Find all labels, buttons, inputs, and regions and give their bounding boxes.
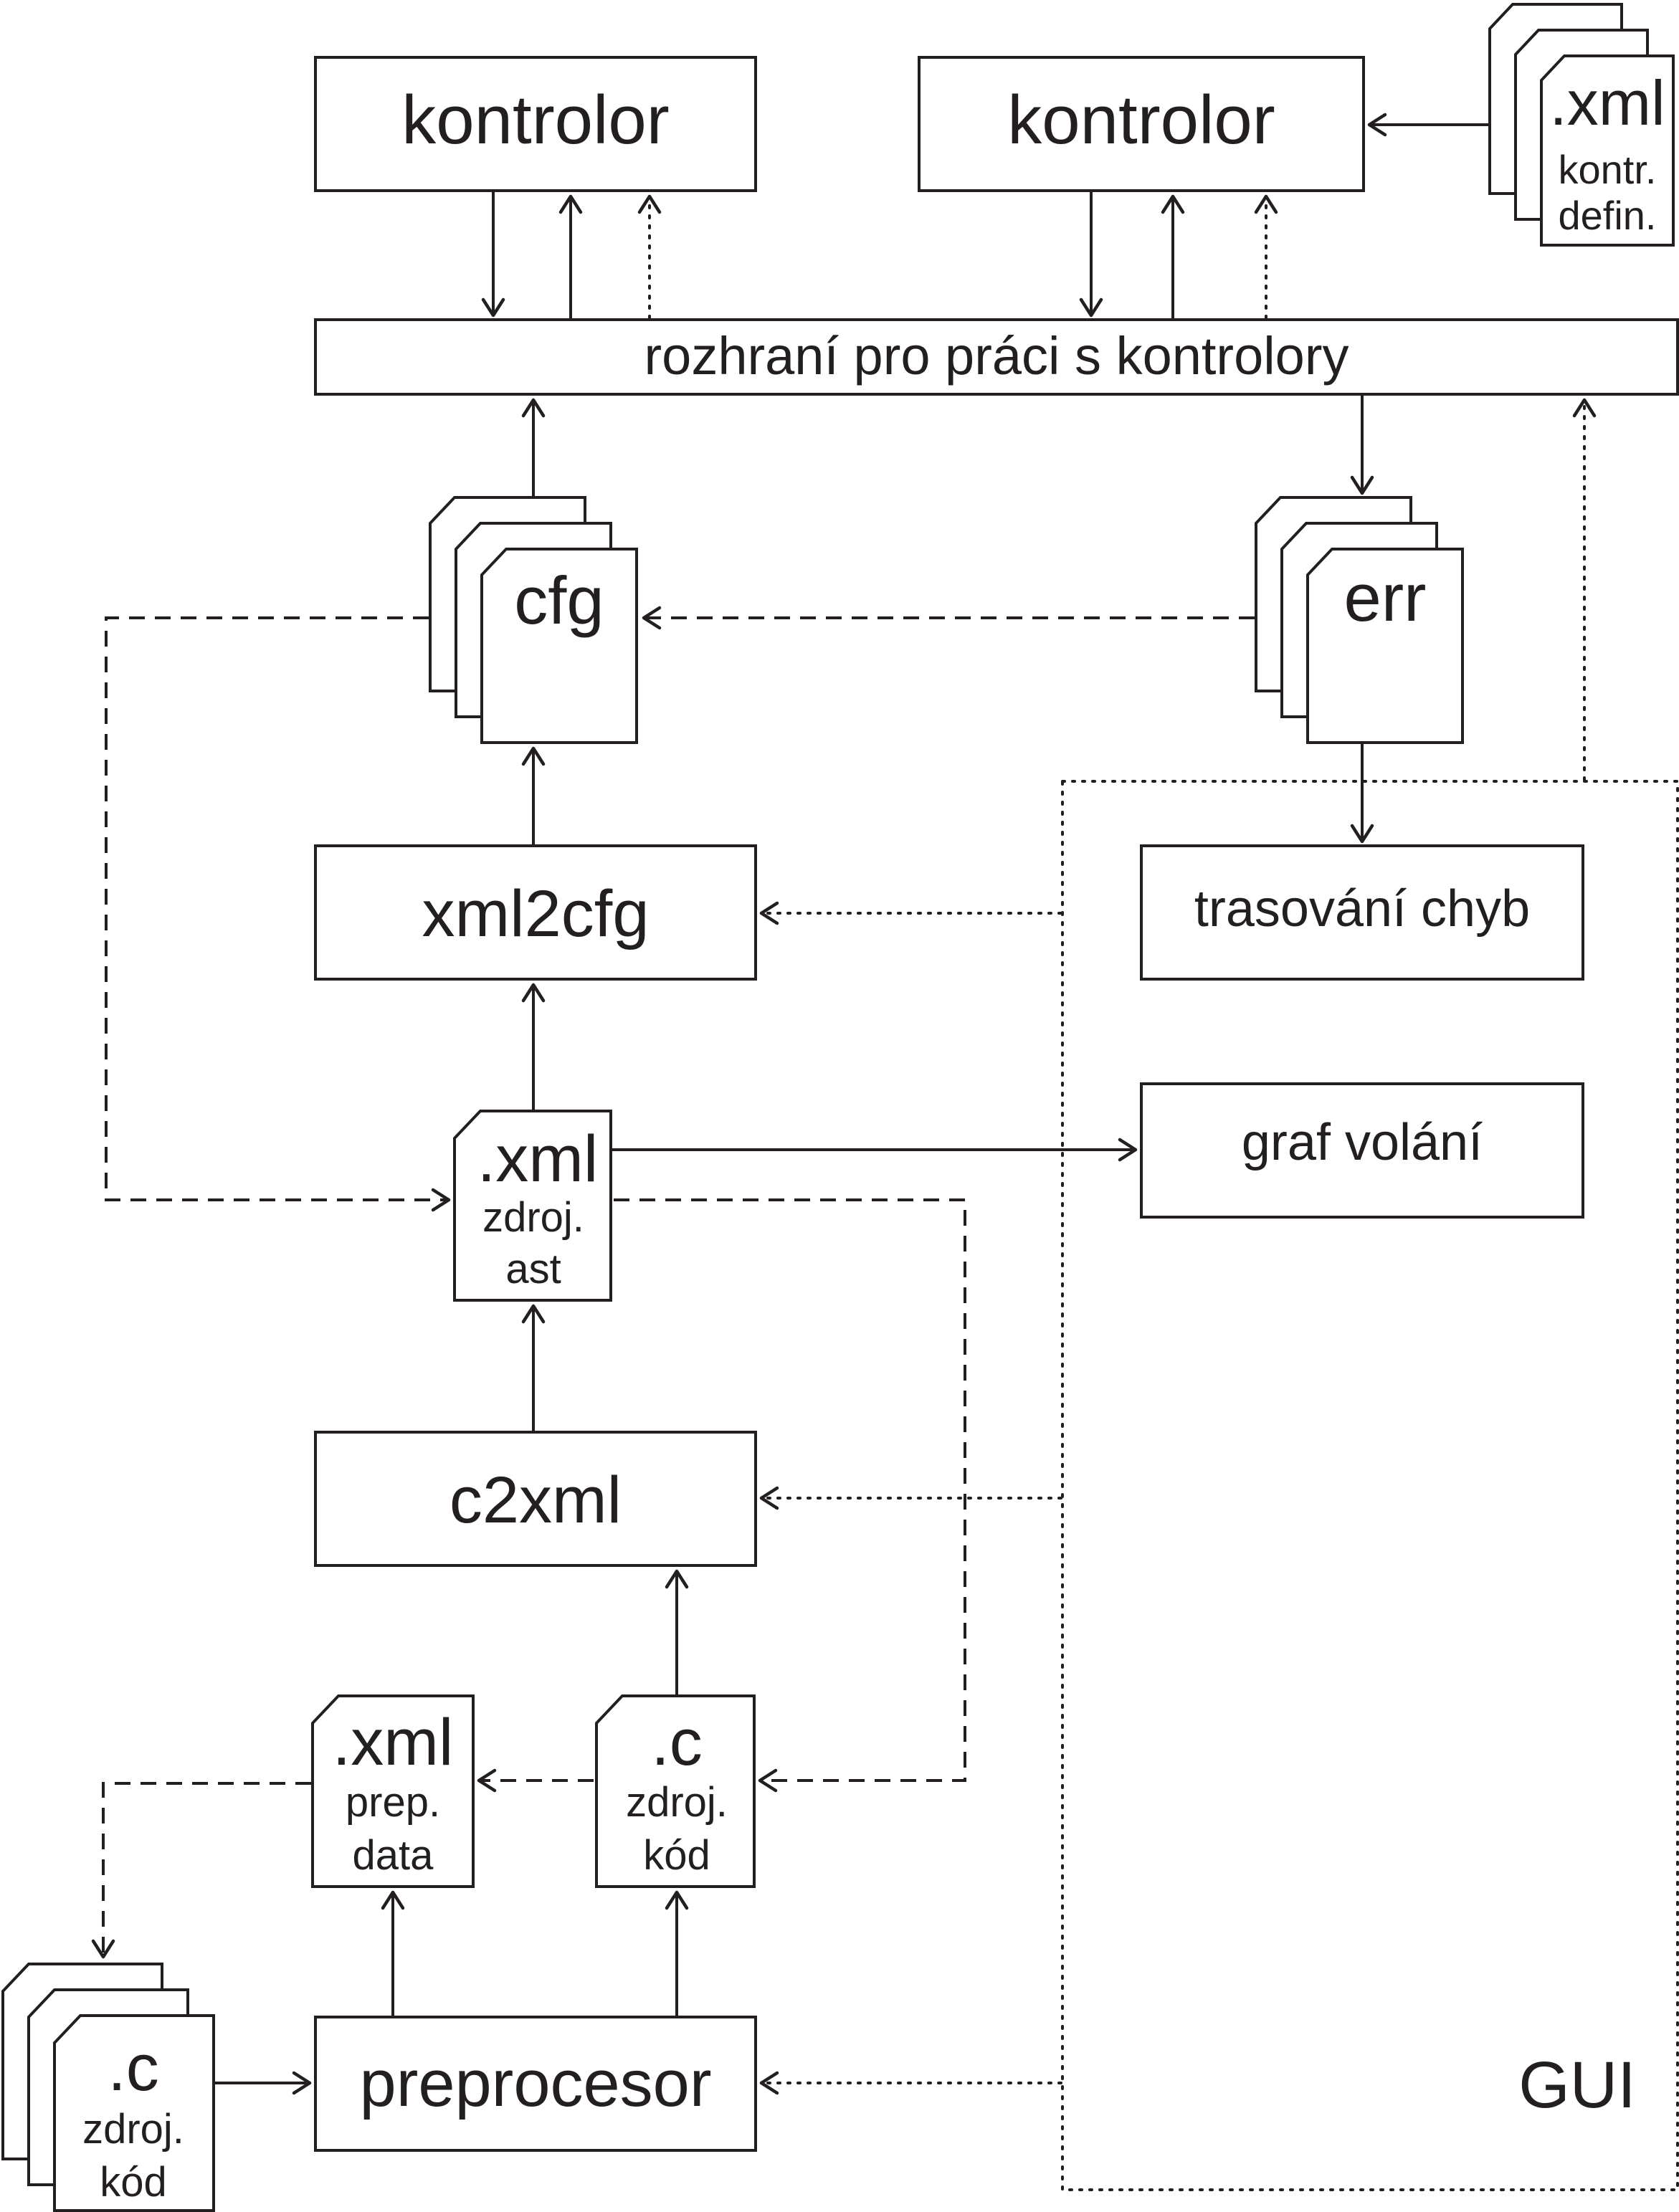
controller-interface-label: rozhraní pro práci s kontrolory bbox=[645, 326, 1349, 386]
source-c-line-1: zdroj. bbox=[626, 1779, 728, 1826]
preprocessor-label: preprocesor bbox=[360, 2047, 712, 2120]
kontrolor-label-2: kontrolor bbox=[1007, 82, 1275, 158]
kontrolor-box-1: kontrolor bbox=[314, 56, 757, 192]
prep-xml-line-1: prep. bbox=[346, 1779, 440, 1826]
kontrolor-box-2: kontrolor bbox=[918, 56, 1365, 192]
dashed-arrows bbox=[91, 606, 1255, 1959]
c2xml-label: c2xml bbox=[450, 1464, 622, 1537]
controller-interface-box: rozhraní pro práci s kontrolory bbox=[314, 318, 1679, 396]
controller-definitions-doc-stack: .xml kontr. defin. bbox=[1488, 2, 1675, 247]
prep-xml-ext: .xml bbox=[333, 1706, 454, 1779]
dotted-arrows bbox=[637, 194, 1597, 2095]
ast-xml-doc: .xml zdroj. ast bbox=[453, 1110, 612, 1302]
error-tracing-box: trasování chyb bbox=[1140, 844, 1584, 981]
error-tracing-label: trasování chyb bbox=[1194, 880, 1530, 938]
ast-xml-ext: .xml bbox=[477, 1122, 599, 1196]
source-files-line-1: zdroj. bbox=[82, 2106, 184, 2153]
source-files-line-2: kód bbox=[100, 2159, 167, 2206]
source-c-doc: .c zdroj. kód bbox=[595, 1694, 756, 1888]
source-c-line-2: kód bbox=[643, 1832, 710, 1879]
kontrolor-label-1: kontrolor bbox=[401, 82, 670, 158]
call-graph-label: graf volání bbox=[1242, 1114, 1483, 1171]
controller-definitions-line-1: kontr. bbox=[1559, 147, 1657, 192]
xml2cfg-label: xml2cfg bbox=[422, 877, 650, 950]
gui-label: GUI bbox=[1518, 2049, 1636, 2122]
prep-xml-doc: .xml prep. data bbox=[311, 1694, 475, 1888]
ast-xml-line-1: zdroj. bbox=[482, 1194, 584, 1241]
source-files-ext: .c bbox=[108, 2031, 159, 2104]
source-files-doc-stack: .c zdroj. kód bbox=[1, 1963, 215, 2212]
err-doc-stack: err bbox=[1255, 496, 1464, 744]
cfg-ext: cfg bbox=[514, 563, 604, 638]
gui-region bbox=[1061, 780, 1679, 2191]
ast-xml-line-2: ast bbox=[505, 1246, 561, 1292]
controller-definitions-line-2: defin. bbox=[1559, 193, 1657, 238]
cfg-doc-stack: cfg bbox=[429, 496, 638, 744]
xml2cfg-box: xml2cfg bbox=[314, 844, 757, 981]
call-graph-box: graf volání bbox=[1140, 1082, 1584, 1219]
solid-arrows bbox=[215, 113, 1488, 2095]
err-ext: err bbox=[1344, 560, 1427, 635]
c2xml-box: c2xml bbox=[314, 1431, 757, 1567]
source-c-ext: .c bbox=[651, 1706, 703, 1779]
preprocessor-box: preprocesor bbox=[314, 2016, 757, 2152]
prep-xml-line-2: data bbox=[353, 1832, 434, 1879]
controller-definitions-ext: .xml bbox=[1549, 67, 1665, 138]
